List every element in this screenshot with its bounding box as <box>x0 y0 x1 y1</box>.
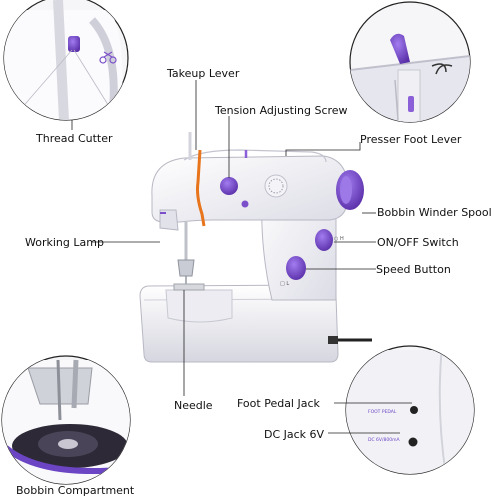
leader-presser-foot <box>285 142 361 156</box>
label-bobbin-compartment: Bobbin Compartment <box>16 484 135 497</box>
leader-lines <box>71 80 412 434</box>
scissors-icon <box>99 51 117 64</box>
label-presser-foot-lever: Presser Foot Lever <box>360 133 462 146</box>
foot-pedal-panel-text: FOOT PEDAL <box>368 410 397 415</box>
presser-foot-lever-inset <box>349 1 471 123</box>
sewing-machine-illustration: ○ H □ L <box>139 132 372 363</box>
thread-cutter-inset <box>3 0 129 121</box>
bobbin-compartment-inset <box>1 355 131 485</box>
label-needle: Needle <box>174 399 213 412</box>
svg-text:○ H: ○ H <box>334 236 344 242</box>
label-onoff-switch: ON/OFF Switch <box>377 236 459 249</box>
label-bobbin-winder-spool: Bobbin Winder Spool <box>377 206 492 219</box>
label-takeup-lever: Takeup Lever <box>167 67 240 80</box>
label-thread-cutter: Thread Cutter <box>36 132 113 145</box>
label-foot-pedal-jack: Foot Pedal Jack <box>237 397 320 410</box>
svg-text:□ L: □ L <box>280 281 289 287</box>
dc-rating-panel-text: DC 6V/800mA <box>368 438 400 443</box>
label-tension-adjusting-screw: Tension Adjusting Screw <box>215 104 348 117</box>
label-working-lamp: Working Lamp <box>25 236 104 249</box>
jacks-inset <box>345 345 475 475</box>
label-speed-button: Speed Button <box>376 263 451 276</box>
label-dc-jack: DC Jack 6V <box>264 428 325 441</box>
